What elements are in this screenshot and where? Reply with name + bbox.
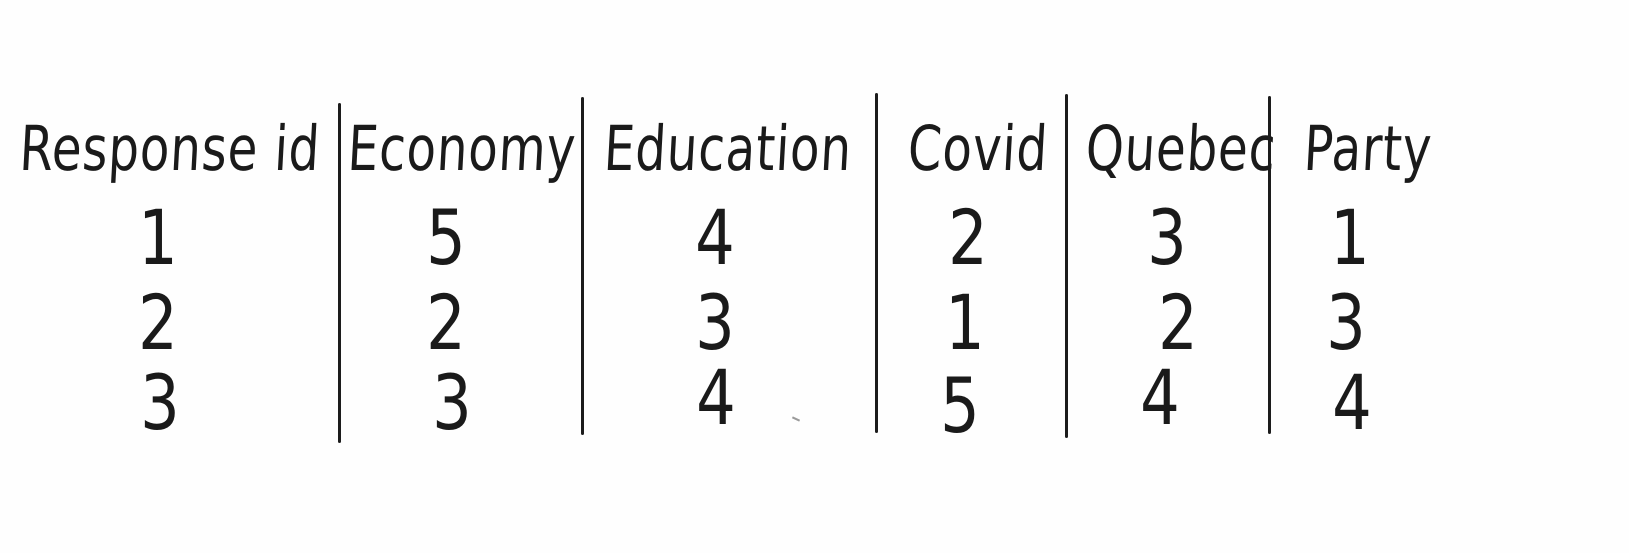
table-cell: 3 [140,358,180,447]
header-party: Party [1302,112,1435,185]
table-cell: 1 [945,278,985,367]
table-cell: 3 [695,278,735,367]
table-cell: 2 [948,193,988,282]
column-divider [1065,94,1068,438]
table-cell: 1 [138,193,178,282]
column-divider [581,97,584,435]
table-cell: 4 [695,193,735,282]
column-divider [1268,96,1271,434]
header-response-id: Response id [17,112,323,185]
header-covid: Covid [906,112,1051,185]
header-economy: Economy [345,112,579,185]
table-cell: 3 [1326,278,1366,367]
table-cell: 3 [432,358,472,447]
table-cell: 1 [1330,193,1370,282]
column-divider [338,103,341,443]
header-education: Education [602,112,854,185]
table-cell: 3 [1147,193,1187,282]
table-cell: 4 [1332,358,1372,447]
header-quebec: Quebec [1083,112,1279,185]
table-cell: 2 [1158,278,1198,367]
table-cell: 2 [426,278,466,367]
table-cell: 5 [426,193,466,282]
column-divider [875,93,878,433]
table-cell: 4 [696,353,736,442]
table-cell: 5 [940,361,980,450]
table-cell: 2 [138,278,178,367]
table-cell: 4 [1140,353,1180,442]
ink-speck [791,416,801,422]
